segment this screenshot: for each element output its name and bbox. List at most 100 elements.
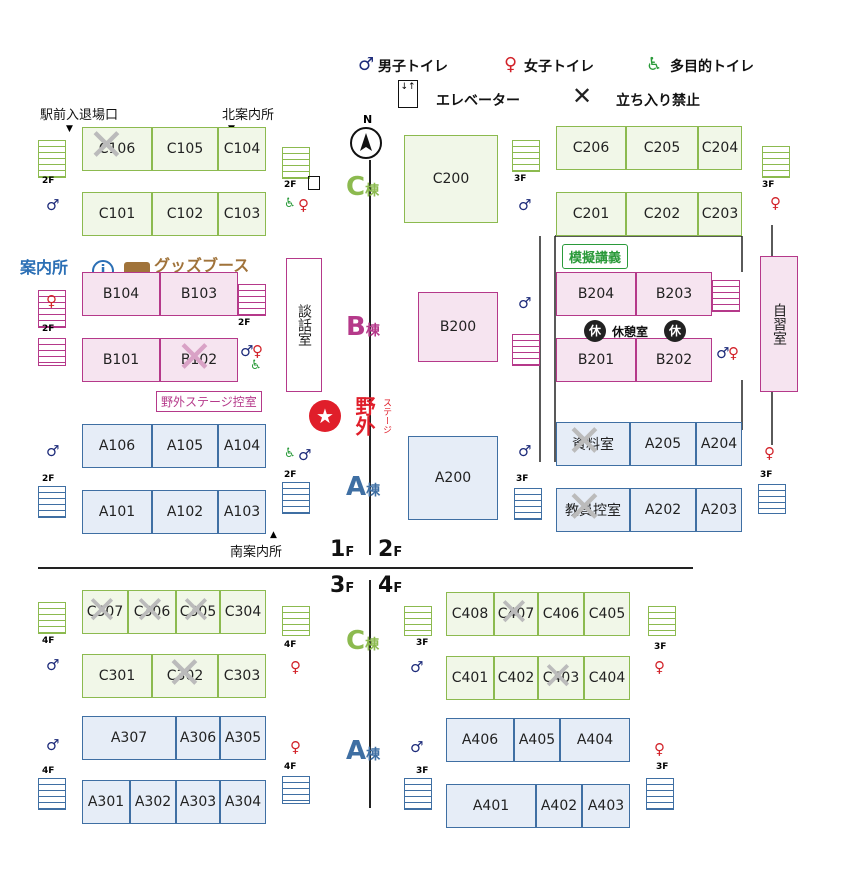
elevator-icon: ↓↑ (398, 80, 418, 108)
female-toilet-icon: ♀ (770, 194, 781, 212)
room-b202[interactable]: B202 (636, 338, 712, 382)
room-c402[interactable]: C402 (494, 656, 538, 700)
room-a405[interactable]: A405 (514, 718, 560, 762)
room-c407[interactable]: C407 (494, 592, 538, 636)
stage-star-icon: ★ (309, 400, 341, 432)
room-a106[interactable]: A106 (82, 424, 152, 468)
room-b102[interactable]: B102 (160, 338, 238, 382)
male-toilet-icon: ♂ (358, 54, 375, 75)
room-shiryo[interactable]: 資料室 (556, 422, 630, 466)
room-a404[interactable]: A404 (560, 718, 630, 762)
female-toilet-icon: ♀ (298, 196, 309, 214)
room-c101[interactable]: C101 (82, 192, 152, 236)
room-c302[interactable]: C302 (152, 654, 218, 698)
legend-noentry: 立ち入り禁止 (616, 93, 700, 109)
room-a307[interactable]: A307 (82, 716, 176, 760)
male-toilet-icon: ♂ (518, 442, 532, 460)
room-c201[interactable]: C201 (556, 192, 626, 236)
c-building-label-34: C棟 (346, 626, 380, 656)
room-a102[interactable]: A102 (152, 490, 218, 534)
room-b201[interactable]: B201 (556, 338, 636, 382)
stage-label: 野外 (352, 396, 376, 436)
room-c404[interactable]: C404 (584, 656, 630, 700)
female-toilet-icon: ♀ (504, 54, 518, 75)
legend-male: 男子トイレ (378, 59, 448, 75)
no-entry-icon: ✕ (88, 120, 125, 171)
room-a200[interactable]: A200 (408, 436, 498, 520)
room-a302[interactable]: A302 (130, 780, 176, 824)
room-c202[interactable]: C202 (626, 192, 698, 236)
room-a205[interactable]: A205 (630, 422, 696, 466)
room-danwa[interactable]: 談話室 (286, 258, 322, 392)
room-a304[interactable]: A304 (220, 780, 266, 824)
multipurpose-toilet-icon: ♿ (284, 446, 296, 461)
c4-stair-left (404, 606, 432, 636)
room-c304[interactable]: C304 (220, 590, 266, 634)
room-a202[interactable]: A202 (630, 488, 696, 532)
a4-stair-left (404, 778, 432, 810)
a1-stair-left (38, 486, 66, 518)
room-a103[interactable]: A103 (218, 490, 266, 534)
room-b103[interactable]: B103 (160, 272, 238, 316)
stair-3f-label: 3F (516, 474, 529, 484)
room-a105[interactable]: A105 (152, 424, 218, 468)
room-a303[interactable]: A303 (176, 780, 220, 824)
room-a104[interactable]: A104 (218, 424, 266, 468)
c1-stair-right (282, 147, 310, 179)
room-kyoin[interactable]: 教員控室 (556, 488, 630, 532)
room-a403[interactable]: A403 (582, 784, 630, 828)
room-c205[interactable]: C205 (626, 126, 698, 170)
room-c106[interactable]: C106 (82, 127, 152, 171)
room-a101[interactable]: A101 (82, 490, 152, 534)
room-a203[interactable]: A203 (696, 488, 742, 532)
north-info-label: 北案内所 (222, 108, 275, 123)
c2-stair-left (512, 140, 540, 172)
room-a406[interactable]: A406 (446, 718, 514, 762)
c4-stair-right (648, 606, 676, 636)
stair-4f-label: 4F (42, 636, 55, 646)
room-c401[interactable]: C401 (446, 656, 494, 700)
room-c200[interactable]: C200 (404, 135, 498, 223)
room-c403[interactable]: C403 (538, 656, 584, 700)
room-c405[interactable]: C405 (584, 592, 630, 636)
female-toilet-icon: ♀ (252, 342, 263, 360)
a-building-label-12: A棟 (346, 472, 381, 502)
room-b204[interactable]: B204 (556, 272, 636, 316)
male-toilet-icon: ♂ (410, 658, 424, 676)
room-a305[interactable]: A305 (220, 716, 266, 760)
room-c305[interactable]: C305 (176, 590, 220, 634)
room-c406[interactable]: C406 (538, 592, 584, 636)
room-jishu[interactable]: 自習室 (760, 256, 798, 392)
room-a306[interactable]: A306 (176, 716, 220, 760)
room-c408[interactable]: C408 (446, 592, 494, 636)
room-c103[interactable]: C103 (218, 192, 266, 236)
c3-stair-left (38, 602, 66, 634)
female-toilet-icon: ♀ (290, 658, 301, 676)
room-c104[interactable]: C104 (218, 127, 266, 171)
south-info-label: 南案内所 (230, 545, 283, 560)
room-c306[interactable]: C306 (128, 590, 176, 634)
room-c102[interactable]: C102 (152, 192, 218, 236)
room-b200[interactable]: B200 (418, 292, 498, 362)
room-a402[interactable]: A402 (536, 784, 582, 828)
room-b104[interactable]: B104 (82, 272, 160, 316)
male-toilet-icon: ♂ (46, 736, 60, 754)
room-c307[interactable]: C307 (82, 590, 128, 634)
room-a401[interactable]: A401 (446, 784, 536, 828)
room-b101[interactable]: B101 (82, 338, 160, 382)
room-a204[interactable]: A204 (696, 422, 742, 466)
north-label: N (363, 113, 373, 126)
a3-stair-right (282, 776, 310, 804)
room-a301[interactable]: A301 (82, 780, 130, 824)
b1-stair-right (238, 284, 266, 316)
stair-4f-label: 4F (42, 766, 55, 776)
room-c204[interactable]: C204 (698, 126, 742, 170)
room-c301[interactable]: C301 (82, 654, 152, 698)
no-entry-icon: ✕ (86, 588, 118, 632)
room-c206[interactable]: C206 (556, 126, 626, 170)
room-c105[interactable]: C105 (152, 127, 218, 171)
room-b203[interactable]: B203 (636, 272, 712, 316)
c2-stair-right (762, 146, 790, 178)
room-c203[interactable]: C203 (698, 192, 742, 236)
room-c303[interactable]: C303 (218, 654, 266, 698)
